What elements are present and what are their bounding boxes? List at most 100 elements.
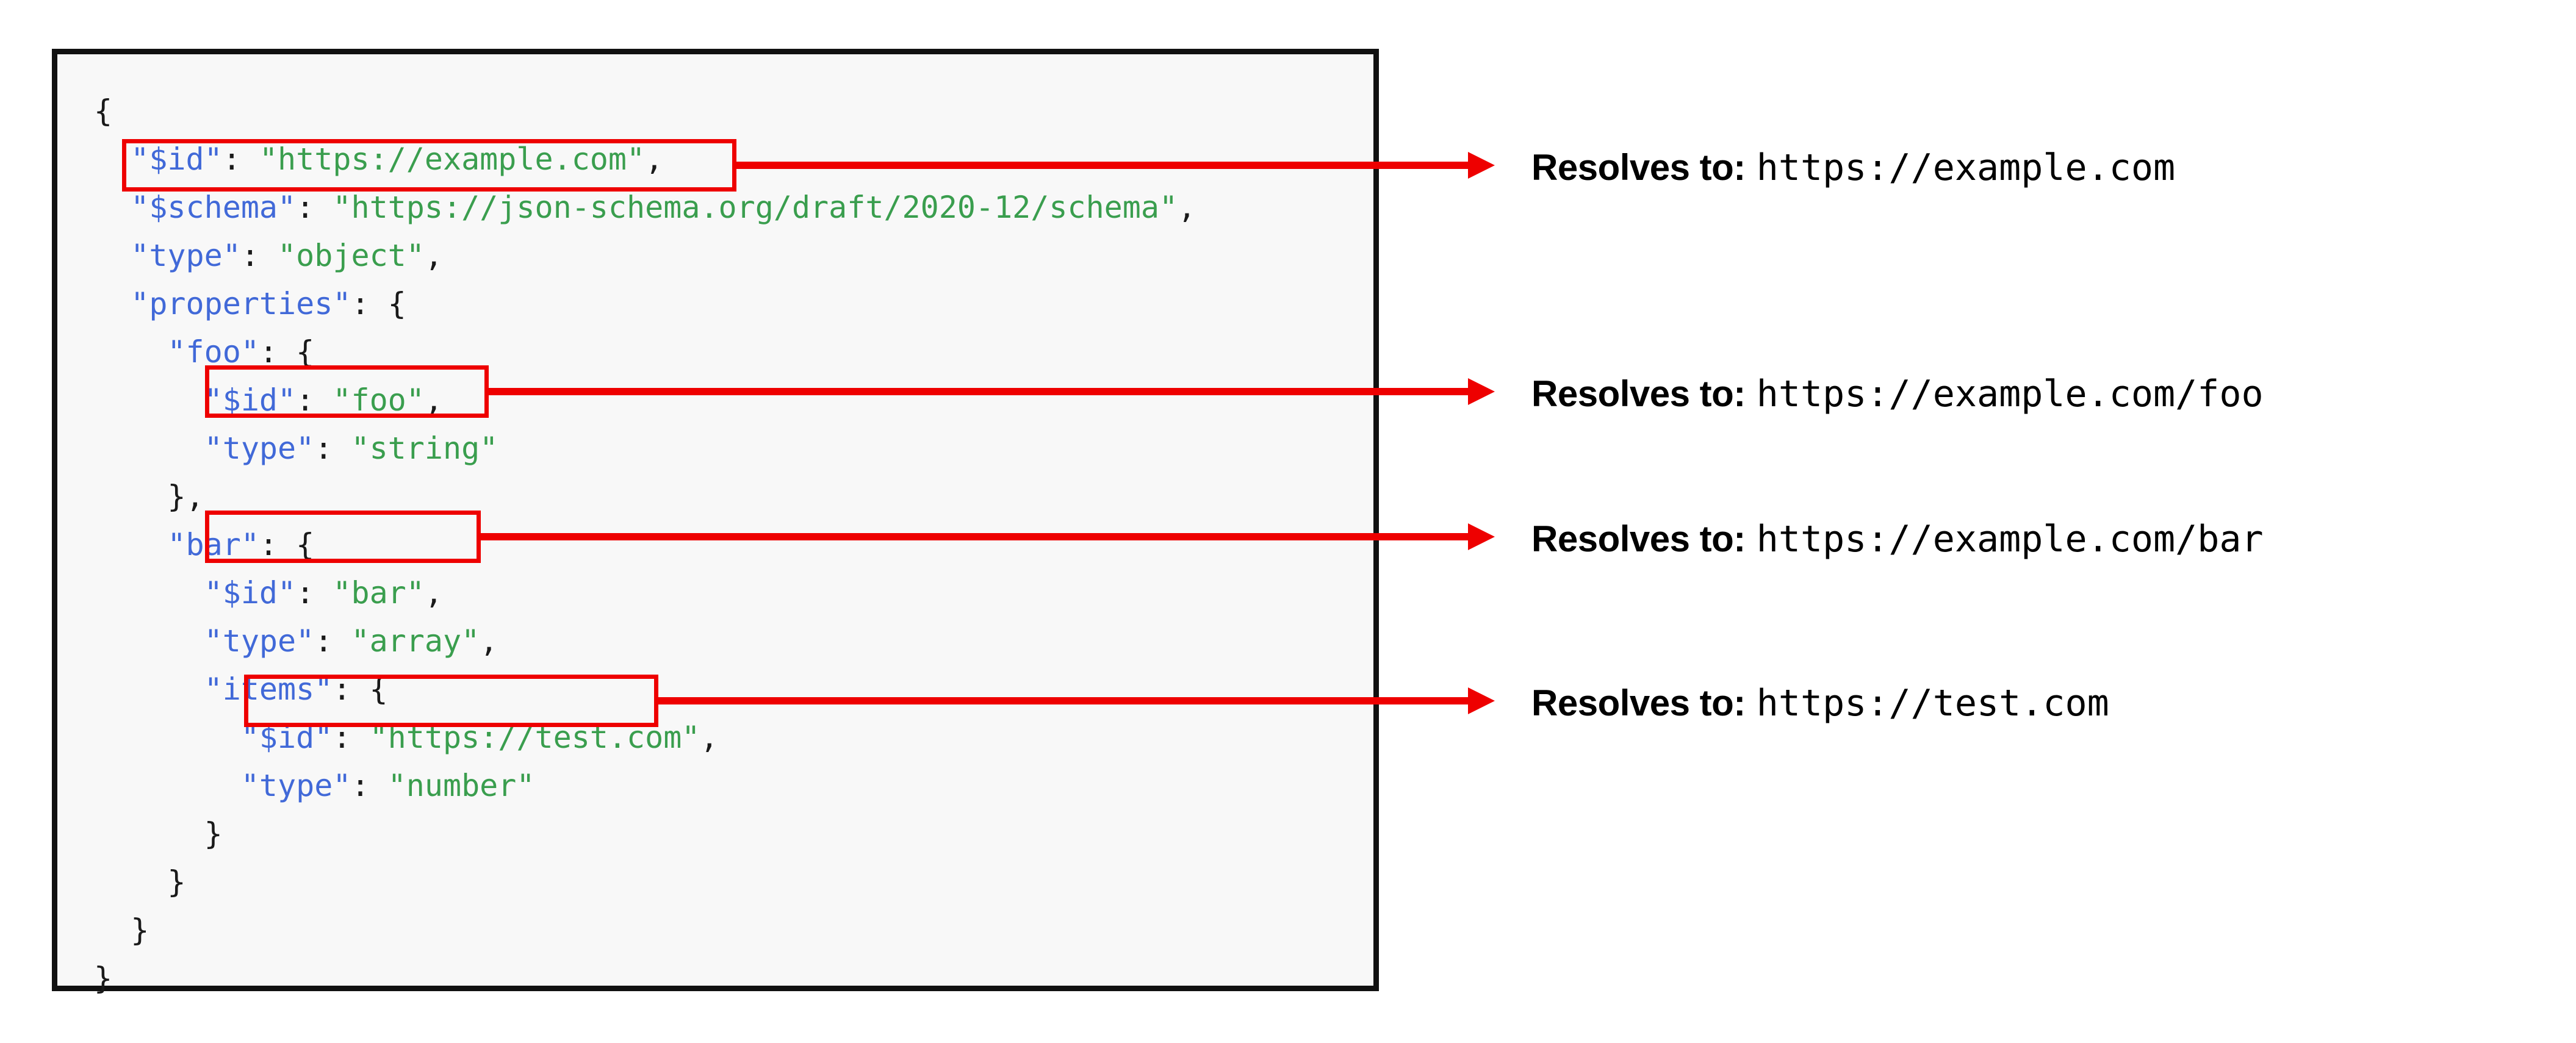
code-token-key: "type": [240, 768, 351, 803]
code-indent: [94, 768, 241, 803]
code-line: "$id": "foo",: [94, 376, 1196, 425]
code-indent: [94, 382, 204, 418]
code-token-punctuation: : {: [333, 672, 388, 707]
code-token-punctuation: :: [240, 238, 278, 273]
code-line: "items": {: [94, 665, 1196, 714]
code-token-punctuation: ,: [480, 623, 498, 659]
code-token-key: "$schema": [131, 190, 297, 225]
code-token-punctuation: : {: [259, 527, 315, 562]
arrow-shaft: [477, 533, 1468, 540]
code-token-punctuation: }: [167, 864, 186, 900]
annotation-label: Resolves to:: [1531, 147, 1746, 188]
code-line: "$schema": "https://json-schema.org/draf…: [94, 184, 1196, 232]
code-token-punctuation: ,: [424, 382, 443, 418]
annotation-row: Resolves to: https://test.com: [1531, 682, 2109, 725]
code-token-punctuation: }: [94, 961, 113, 996]
arrow-head-icon: [1468, 687, 1495, 714]
code-line: "type": "object",: [94, 232, 1196, 280]
code-token-key: "foo": [167, 334, 259, 370]
code-indent: [94, 334, 167, 370]
json-schema-code-block: { "$id": "https://example.com", "$schema…: [52, 49, 1379, 996]
code-line: "$id": "https://example.com",: [94, 135, 1196, 184]
code-line: }: [94, 906, 1196, 955]
code-token-punctuation: ,: [1178, 190, 1196, 225]
arrow-shaft: [732, 162, 1468, 169]
code-token-punctuation: ,: [424, 238, 443, 273]
annotation-label: Resolves to:: [1531, 373, 1746, 414]
code-line: "properties": {: [94, 280, 1196, 328]
code-token-punctuation: ,: [424, 575, 443, 611]
code-token-key: "$id": [204, 382, 297, 418]
code-token-punctuation: :: [296, 575, 333, 611]
code-token-key: "$id": [240, 720, 333, 755]
code-listing: { "$id": "https://example.com", "$schema…: [94, 87, 1196, 1003]
code-indent: [94, 431, 204, 466]
code-token-punctuation: :: [296, 190, 333, 225]
code-token-key: "$id": [131, 142, 223, 177]
arrow-head-icon: [1468, 152, 1495, 179]
code-line: "foo": {: [94, 328, 1196, 376]
code-token-string: "bar": [333, 575, 425, 611]
annotation-row: Resolves to: https://example.com/foo: [1531, 373, 2264, 415]
connector-arrow-2: [484, 378, 1495, 405]
code-line: "$id": "https://test.com",: [94, 714, 1196, 762]
code-token-punctuation: :: [314, 623, 351, 659]
code-indent: [94, 190, 131, 225]
code-indent: [94, 286, 131, 321]
code-indent: [94, 238, 131, 273]
code-indent: [94, 527, 167, 562]
arrow-head-icon: [1468, 378, 1495, 405]
code-line: "$id": "bar",: [94, 569, 1196, 617]
code-token-key: "properties": [131, 286, 351, 321]
code-token-key: "type": [131, 238, 241, 273]
code-line: "type": "number": [94, 762, 1196, 810]
code-token-key: "items": [204, 672, 333, 707]
code-token-string: "https://example.com": [259, 142, 646, 177]
code-line: }: [94, 858, 1196, 906]
code-token-key: "$id": [204, 575, 297, 611]
code-line: "bar": {: [94, 521, 1196, 569]
code-token-punctuation: {: [94, 93, 113, 129]
code-token-punctuation: :: [222, 142, 259, 177]
annotation-url: https://example.com: [1756, 146, 2176, 189]
code-indent: [94, 479, 167, 514]
code-token-string: "array": [351, 623, 480, 659]
annotation-url: https://example.com/bar: [1756, 518, 2264, 561]
code-line: },: [94, 473, 1196, 521]
code-line: {: [94, 87, 1196, 135]
annotation-row: Resolves to: https://example.com/bar: [1531, 518, 2264, 561]
code-token-string: "foo": [333, 382, 425, 418]
code-token-punctuation: :: [296, 382, 333, 418]
annotation-row: Resolves to: https://example.com: [1531, 146, 2175, 189]
connector-arrow-3: [477, 523, 1495, 550]
code-token-key: "type": [204, 623, 315, 659]
code-token-punctuation: }: [131, 912, 149, 948]
arrow-shaft: [654, 697, 1468, 704]
annotation-label: Resolves to:: [1531, 518, 1746, 559]
code-indent: [94, 142, 131, 177]
arrow-head-icon: [1468, 523, 1495, 550]
code-token-punctuation: : {: [351, 286, 406, 321]
code-token-punctuation: : {: [259, 334, 315, 370]
code-indent: [94, 575, 204, 611]
code-line: "type": "string": [94, 425, 1196, 473]
code-indent: [94, 672, 204, 707]
code-line: "type": "array",: [94, 617, 1196, 665]
code-token-punctuation: ,: [645, 142, 664, 177]
code-token-punctuation: :: [333, 720, 370, 755]
annotation-url: https://example.com/foo: [1756, 373, 2264, 415]
code-indent: [94, 623, 204, 659]
code-indent: [94, 864, 167, 900]
code-token-punctuation: },: [167, 479, 204, 514]
code-indent: [94, 720, 241, 755]
connector-arrow-4: [654, 687, 1495, 714]
annotation-label: Resolves to:: [1531, 683, 1746, 723]
code-token-string: "https://json-schema.org/draft/2020-12/s…: [333, 190, 1178, 225]
code-token-string: "number": [387, 768, 535, 803]
code-token-string: "object": [278, 238, 425, 273]
annotation-url: https://test.com: [1756, 682, 2109, 725]
code-indent: [94, 912, 131, 948]
code-token-punctuation: :: [351, 768, 388, 803]
code-line: }: [94, 810, 1196, 858]
